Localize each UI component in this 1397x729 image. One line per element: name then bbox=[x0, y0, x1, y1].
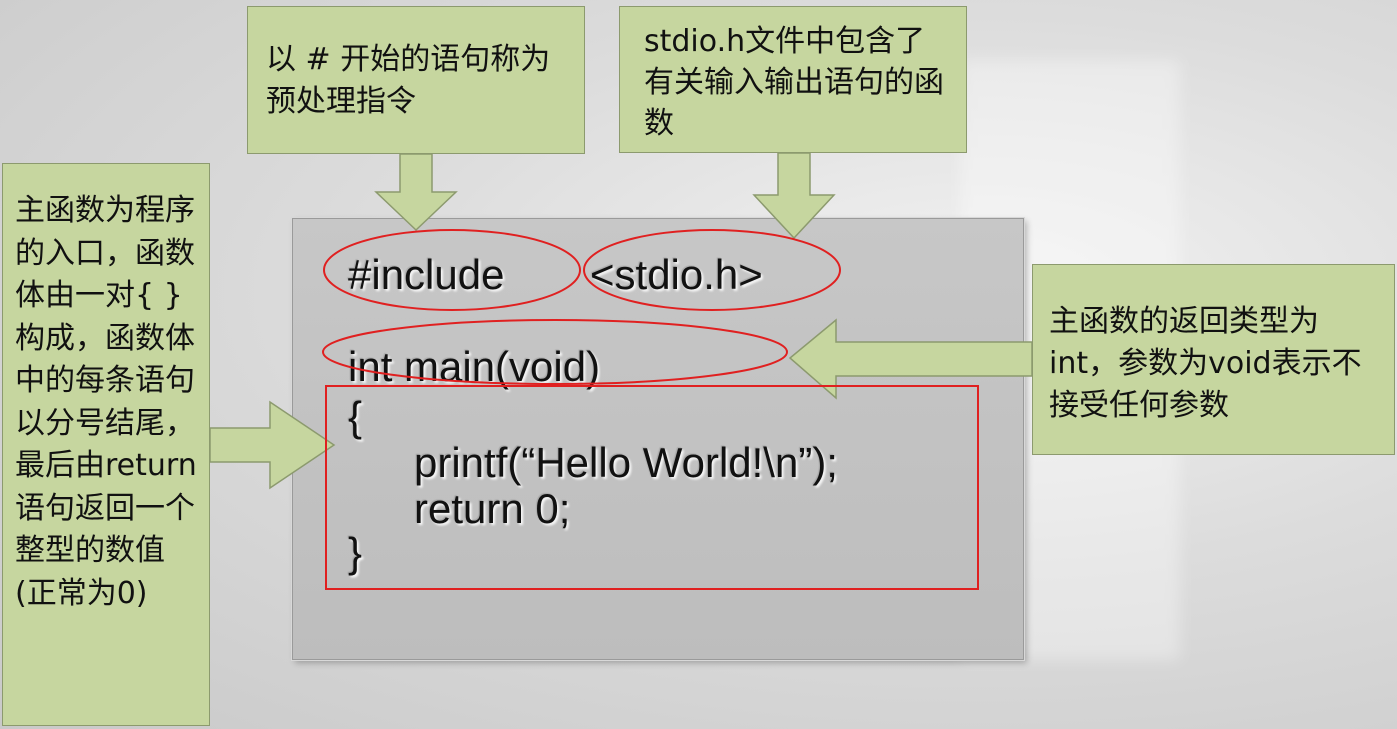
code-include-directive: #include bbox=[348, 251, 505, 298]
highlight-include-ellipse bbox=[323, 229, 581, 311]
callout-return-type: 主函数的返回类型为int，参数为void表示不接受任何参数 bbox=[1032, 264, 1395, 455]
code-panel bbox=[292, 218, 1024, 660]
arrow-right-main-body-icon bbox=[209, 400, 336, 490]
highlight-header-ellipse bbox=[583, 229, 841, 311]
code-header-name: <stdio.h> bbox=[590, 251, 763, 298]
highlight-main-signature-ellipse bbox=[322, 319, 788, 385]
callout-stdio: stdio.h文件中包含了有关输入输出语句的函数 bbox=[619, 6, 967, 153]
callout-preprocessor-text: 以 # 开始的语句称为预处理指令 bbox=[266, 42, 551, 119]
arrow-down-preprocessor-icon bbox=[374, 153, 458, 232]
callout-preprocessor: 以 # 开始的语句称为预处理指令 bbox=[247, 6, 585, 154]
callout-main-body-text: 主函数为程序的入口，函数体由一对{ }构成，函数体中的每条语句以分号结尾，最后由… bbox=[15, 193, 197, 611]
arrow-down-stdio-icon bbox=[752, 152, 836, 240]
code-printf-statement: printf(“Hello World!\n”); bbox=[414, 439, 838, 486]
code-return-statement: return 0; bbox=[414, 485, 571, 532]
arrow-left-return-type-icon bbox=[788, 318, 1033, 400]
callout-main-body: 主函数为程序的入口，函数体由一对{ }构成，函数体中的每条语句以分号结尾，最后由… bbox=[2, 163, 210, 726]
callout-stdio-text: stdio.h文件中包含了有关输入输出语句的函数 bbox=[644, 24, 944, 141]
callout-return-type-text: 主函数的返回类型为int，参数为void表示不接受任何参数 bbox=[1049, 304, 1362, 423]
highlight-function-body-rect bbox=[325, 385, 979, 590]
code-close-brace: } bbox=[348, 529, 363, 576]
code-main-signature: int main(void) bbox=[348, 343, 601, 390]
code-open-brace: { bbox=[348, 393, 363, 440]
